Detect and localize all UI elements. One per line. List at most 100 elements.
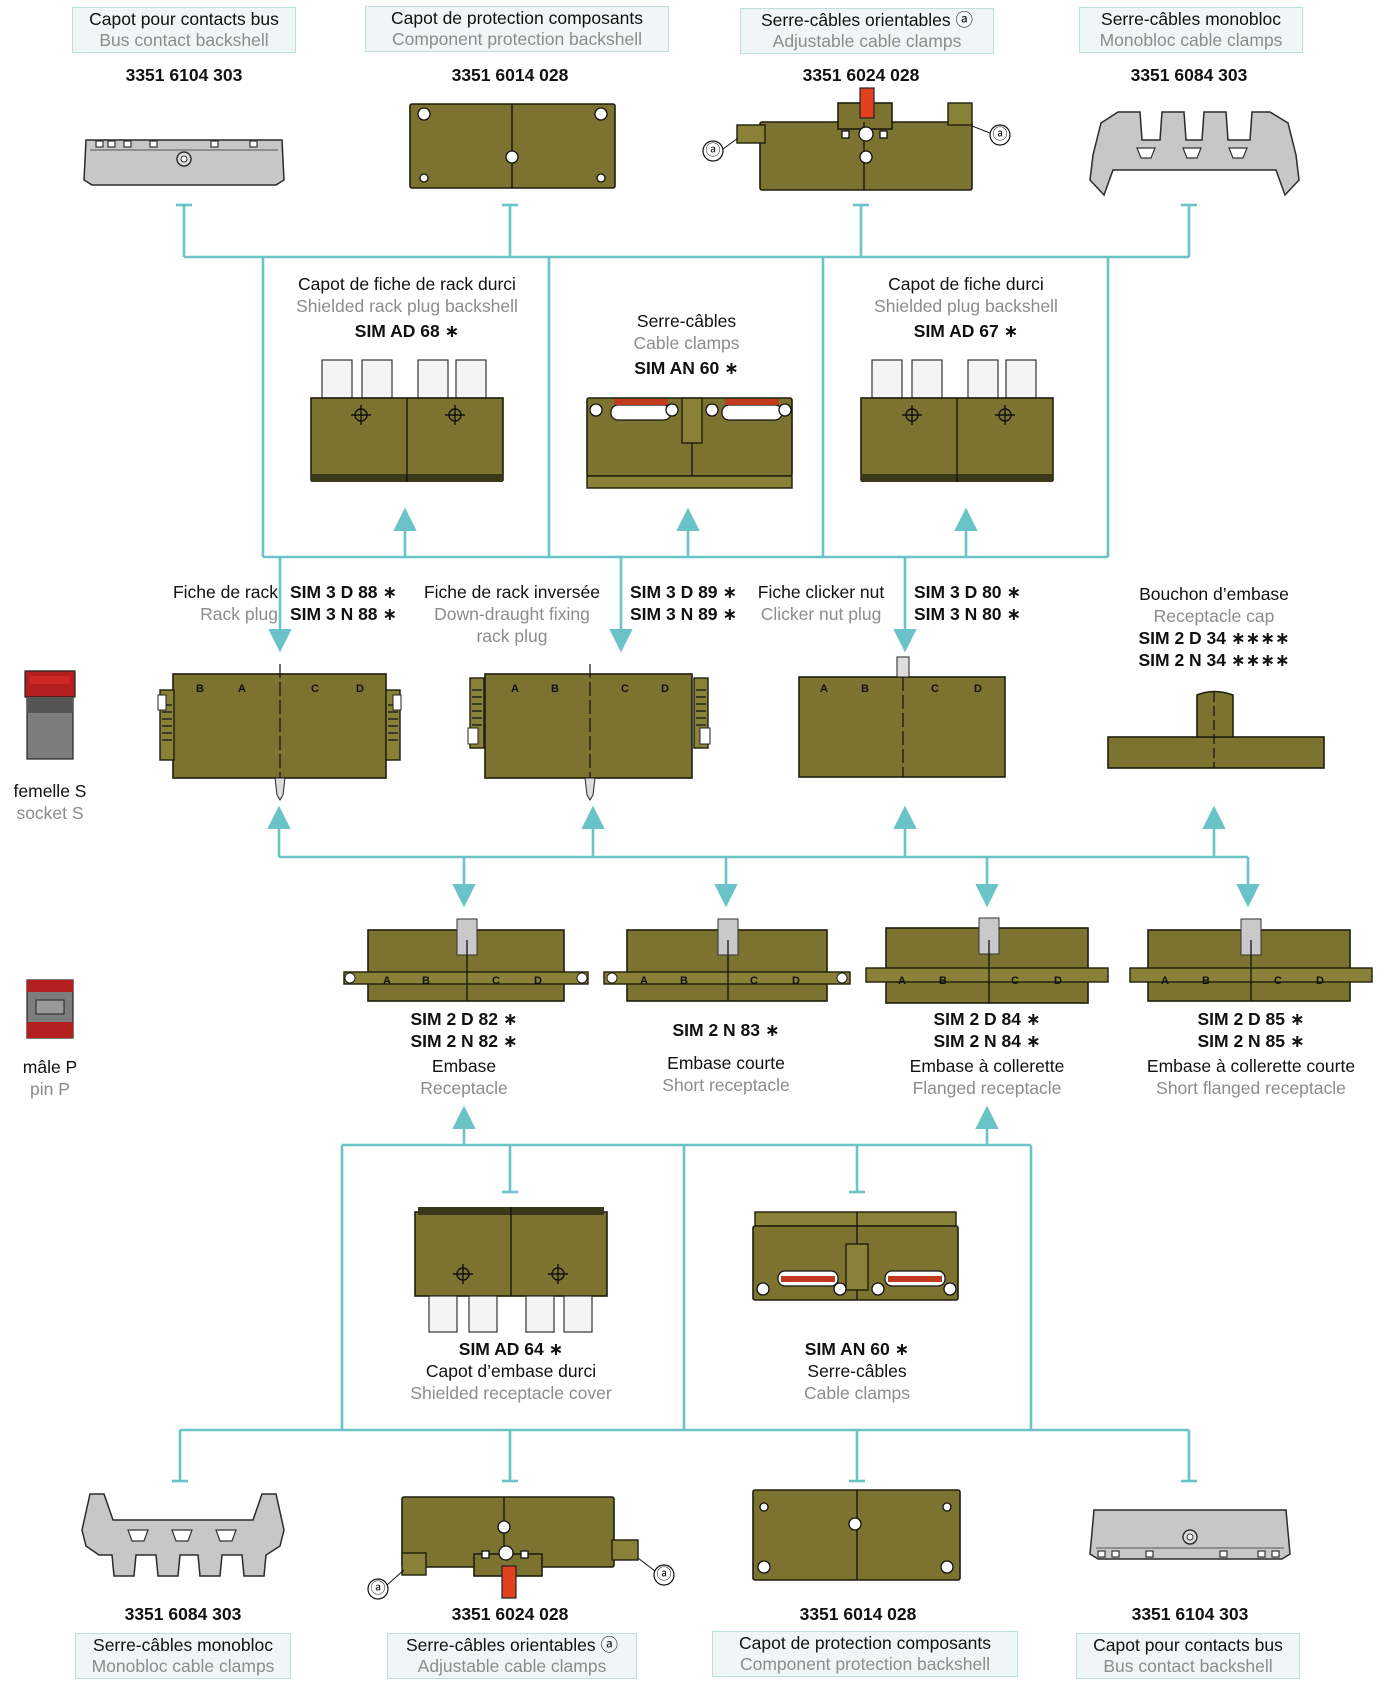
marker-a-top-left: ⓐ: [705, 142, 721, 159]
receptacle-1-letter-d: D: [534, 975, 542, 987]
plug-1-letter-a: A: [238, 683, 246, 695]
bottom-accessory-1-label: Serre-câbles monobloc Monobloc cable cla…: [75, 1633, 291, 1679]
marker-a-bottom-left: ⓐ: [370, 1580, 386, 1597]
receptacle-1-ref1: SIM 2 D 82 ∗: [410, 1009, 518, 1029]
receptacle-3-fr: Embase à collerette: [909, 1056, 1065, 1076]
flanged-receptacle-drawing: [865, 917, 1109, 1004]
receptacle-backshell-2-ref: SIM AN 60 ∗: [804, 1339, 910, 1359]
plug-backshell-3-fr: Capot de fiche durci: [888, 274, 1044, 294]
plug-backshell-2-en: Cable clamps: [633, 333, 740, 353]
receptacle-3-letter-b: B: [939, 975, 947, 987]
receptacle-4-ref1: SIM 2 D 85 ∗: [1197, 1009, 1305, 1029]
plug-1-refs: SIM 3 D 88 ∗ SIM 3 N 88 ∗: [290, 581, 420, 625]
shielded-plug-backshell-drawing: [860, 359, 1054, 482]
short-receptacle-drawing: [603, 918, 851, 1002]
top-accessory-4-ref: 3351 6084 303: [1130, 65, 1248, 85]
bottom-accessory-2-ref: 3351 6024 028: [451, 1604, 569, 1624]
receptacle-4-fr: Embase à collerette courte: [1146, 1056, 1356, 1076]
receptacle-1-fr: Embase: [431, 1056, 497, 1076]
top-accessory-1-ref: 3351 6104 303: [125, 65, 243, 85]
shielded-rack-plug-backshell-drawing: [310, 359, 504, 482]
plug-3-ref1: SIM 3 D 80 ∗: [914, 582, 1022, 602]
receptacle-3-ref2: SIM 2 N 84 ∗: [933, 1031, 1041, 1051]
receptacle-2-label: SIM 2 N 83 ∗ Embase courte Short recepta…: [620, 1008, 832, 1096]
receptacle-1-ref2: SIM 2 N 82 ∗: [410, 1031, 518, 1051]
plug-1-letter-c: C: [311, 683, 319, 695]
bus-contact-backshell-bottom-drawing: [1089, 1509, 1291, 1560]
top-accessory-1-fr: Capot pour contacts bus: [89, 9, 279, 29]
plug-4-fr: Bouchon d’embase: [1139, 584, 1289, 604]
bus-contact-backshell-top-drawing: [83, 139, 285, 186]
plug-3-letter-b: B: [861, 683, 869, 695]
receptacle-3-ref1: SIM 2 D 84 ∗: [933, 1009, 1041, 1029]
monobloc-cable-clamps-top-drawing: [1089, 111, 1300, 197]
plug-backshell-2-fr: Serre-câbles: [636, 311, 737, 331]
receptacle-backshell-2-label: SIM AN 60 ∗ Serre-câbles Cable clamps: [757, 1338, 957, 1404]
plug-3-fr: Fiche clicker nut: [757, 582, 885, 602]
plug-1-letter-d: D: [356, 683, 364, 695]
marker-a-bottom-right: ⓐ: [656, 1566, 672, 1583]
plug-4-en: Receptacle cap: [1153, 606, 1275, 626]
cable-clamps-plug-drawing: [586, 397, 793, 489]
top-accessory-3-ref: 3351 6024 028: [802, 65, 920, 85]
pin-contact-icon: [26, 979, 74, 1039]
bottom-accessory-1-en: Monobloc cable clamps: [91, 1656, 275, 1676]
receptacle-2-letter-c: C: [750, 975, 758, 987]
plug-2-letter-d: D: [661, 683, 669, 695]
component-protection-backshell-top-drawing: [409, 103, 616, 189]
receptacle-3-letter-d: D: [1054, 975, 1062, 987]
bottom-accessory-4-fr: Capot pour contacts bus: [1093, 1635, 1283, 1655]
top-accessory-4-fr: Serre-câbles monobloc: [1101, 9, 1281, 29]
plug-1-fr: Fiche de rack: [172, 582, 278, 602]
receptacle-backshell-1-en: Shielded receptacle cover: [410, 1383, 612, 1403]
bottom-accessory-2-label: Serre-câbles orientables ⓐ Adjustable ca…: [387, 1633, 637, 1679]
receptacle-2-letter-b: B: [680, 975, 688, 987]
receptacle-2-en: Short receptacle: [662, 1075, 790, 1095]
monobloc-cable-clamps-bottom-drawing: [81, 1493, 285, 1577]
top-accessory-4-en: Monobloc cable clamps: [1099, 30, 1283, 50]
receptacle-backshell-2-fr: Serre-câbles: [807, 1361, 907, 1381]
top-accessory-2-fr: Capot de protection composants: [391, 8, 643, 28]
socket-fr: femelle S: [13, 781, 87, 801]
plug-4-ref1: SIM 2 D 34 ∗∗∗∗: [1138, 628, 1290, 648]
bottom-accessory-3-label: Capot de protection composants Component…: [712, 1631, 1018, 1677]
cable-clamps-receptacle-drawing: [752, 1211, 959, 1301]
down-draught-rack-plug-drawing: [467, 664, 711, 801]
plug-3-letter-d: D: [974, 683, 982, 695]
pin-label: mâle P pin P: [0, 1056, 100, 1100]
top-accessory-3-label: Serre-câbles orientables ⓐ Adjustable ca…: [740, 8, 994, 54]
plug-2-refs: SIM 3 D 89 ∗ SIM 3 N 89 ∗: [630, 581, 760, 625]
receptacle-4-letter-d: D: [1316, 975, 1324, 987]
receptacle-1-letter-a: A: [383, 975, 391, 987]
marker-a-top-right: ⓐ: [992, 126, 1008, 143]
bottom-accessory-2-en: Adjustable cable clamps: [417, 1656, 607, 1676]
socket-label: femelle S socket S: [0, 780, 100, 824]
component-protection-backshell-bottom-drawing: [752, 1489, 961, 1581]
receptacle-1-letter-b: B: [422, 975, 430, 987]
receptacle-1-label: SIM 2 D 82 ∗ SIM 2 N 82 ∗ Embase Recepta…: [364, 1008, 564, 1099]
receptacle-backshell-1-ref: SIM AD 64 ∗: [458, 1339, 564, 1359]
receptacle-cap-drawing: [1107, 690, 1325, 769]
plug-2-en: Down-draught fixing: [434, 604, 590, 624]
receptacle-4-letter-b: B: [1202, 975, 1210, 987]
top-accessory-2-label: Capot de protection composants Component…: [365, 6, 669, 52]
receptacle-backshell-1-label: SIM AD 64 ∗ Capot d’embase durci Shielde…: [388, 1338, 634, 1404]
top-accessory-2-ref: 3351 6014 028: [451, 65, 569, 85]
shielded-receptacle-cover-drawing: [414, 1207, 608, 1333]
receptacle-4-label: SIM 2 D 85 ∗ SIM 2 N 85 ∗ Embase à colle…: [1124, 1008, 1378, 1099]
plug-1-label: Fiche de rack Rack plug: [148, 581, 278, 625]
bottom-accessory-1-fr: Serre-câbles monobloc: [93, 1635, 273, 1655]
plug-backshell-1-en: Shielded rack plug backshell: [296, 296, 518, 316]
plug-1-en: Rack plug: [200, 604, 278, 624]
socket-contact-icon: [24, 670, 76, 760]
bottom-accessory-4-label: Capot pour contacts bus Bus contact back…: [1076, 1633, 1300, 1679]
receptacle-4-letter-c: C: [1274, 975, 1282, 987]
receptacle-backshell-2-en: Cable clamps: [803, 1383, 911, 1403]
plug-1-letter-b-left: B: [196, 683, 204, 695]
receptacle-3-letter-a: A: [898, 975, 906, 987]
plug-3-label: Fiche clicker nut Clicker nut plug: [746, 581, 896, 625]
plug-3-letter-a: A: [820, 683, 828, 695]
plug-backshell-1-label: Capot de fiche de rack durci Shielded ra…: [264, 273, 550, 342]
receptacle-1-en: Receptacle: [420, 1078, 508, 1098]
pin-fr: mâle P: [22, 1057, 78, 1077]
